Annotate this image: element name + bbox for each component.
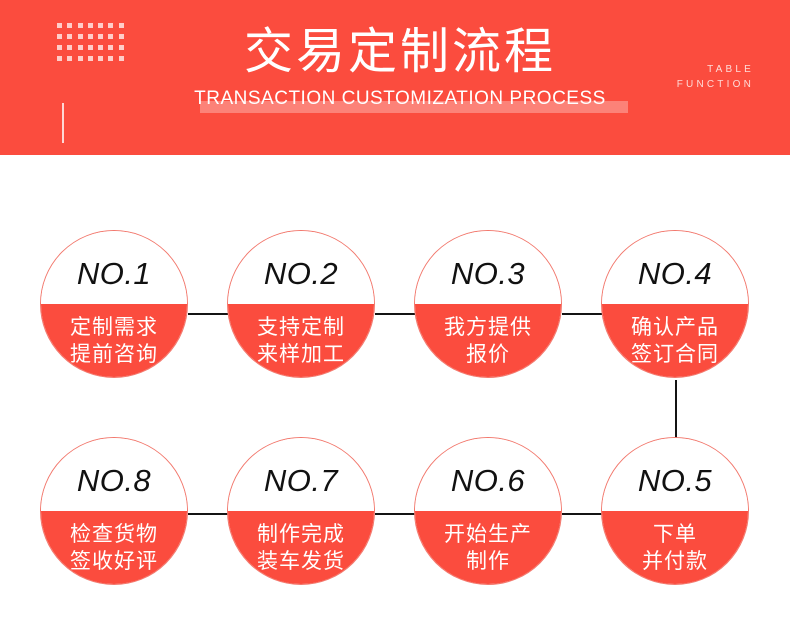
grid-dot [118, 34, 124, 39]
grid-dot [87, 34, 93, 39]
flow-node-6-line-2: 制作 [466, 550, 510, 573]
flow-node-2-line-2: 来样加工 [257, 343, 345, 366]
grid-dot [57, 23, 62, 28]
flow-node-6-header: NO.6 [415, 438, 561, 511]
grid-dot [118, 23, 124, 28]
flow-node-1[interactable]: NO.1 定制需求 提前咨询 [40, 230, 188, 378]
flow-node-1-header: NO.1 [41, 231, 187, 304]
flow-node-3[interactable]: NO.3 我方提供 报价 [414, 230, 562, 378]
connector-7-to-8 [188, 513, 228, 515]
flow-node-5-number: NO.5 [637, 462, 713, 498]
grid-dot [67, 56, 73, 61]
grid-dot [67, 23, 73, 28]
flow-node-7[interactable]: NO.7 制作完成 装车发货 [227, 437, 375, 585]
grid-dot [77, 23, 83, 28]
flow-node-4-line-1: 确认产品 [631, 316, 719, 339]
grid-dot [57, 56, 62, 61]
flow-node-1-line-2: 提前咨询 [70, 343, 158, 366]
flow-node-7-header: NO.7 [228, 438, 374, 511]
flow-node-2-header: NO.2 [228, 231, 374, 304]
grid-dot [77, 34, 83, 39]
corner-label-line-2: FUNCTION [676, 79, 754, 90]
grid-dot [108, 23, 114, 28]
connector-1-to-2 [188, 313, 228, 315]
flow-node-6-number: NO.6 [450, 462, 526, 498]
flow-node-4-header: NO.4 [602, 231, 748, 304]
flow-node-5-body: 下单 并付款 [602, 511, 748, 584]
corner-label-line-1: TABLE [707, 64, 754, 75]
flow-node-3-body: 我方提供 报价 [415, 304, 561, 377]
dot-grid-decoration [57, 23, 129, 67]
accent-bar-decoration [62, 103, 64, 143]
flow-node-6-line-1: 开始生产 [444, 523, 532, 546]
flow-node-8-line-2: 签收好评 [70, 550, 158, 573]
grid-dot [67, 45, 73, 50]
flow-node-2-body: 支持定制 来样加工 [228, 304, 374, 377]
grid-dot [118, 56, 124, 61]
flow-node-7-body: 制作完成 装车发货 [228, 511, 374, 584]
flow-node-6[interactable]: NO.6 开始生产 制作 [414, 437, 562, 585]
connector-5-to-6 [562, 513, 602, 515]
flow-node-7-line-2: 装车发货 [257, 550, 345, 573]
process-flow-diagram: NO.1 定制需求 提前咨询 NO.2 支持定制 来样加工 NO.3 我方提供 … [0, 155, 790, 635]
grid-dot [98, 34, 104, 39]
flow-node-3-header: NO.3 [415, 231, 561, 304]
grid-dot [77, 56, 83, 61]
connector-4-to-5 [675, 380, 677, 438]
flow-node-4-body: 确认产品 签订合同 [602, 304, 748, 377]
flow-node-8-header: NO.8 [41, 438, 187, 511]
grid-dot [67, 34, 73, 39]
page-header: 交易定制流程 TRANSACTION CUSTOMIZATION PROCESS… [0, 0, 790, 155]
grid-dot [108, 34, 114, 39]
flow-node-8-number: NO.8 [76, 462, 152, 498]
flow-node-8[interactable]: NO.8 检查货物 签收好评 [40, 437, 188, 585]
flow-node-1-line-1: 定制需求 [70, 316, 158, 339]
grid-dot [98, 45, 104, 50]
connector-2-to-3 [375, 313, 415, 315]
flow-node-7-number: NO.7 [263, 462, 339, 498]
connector-3-to-4 [562, 313, 602, 315]
grid-dot [98, 23, 104, 28]
flow-node-4[interactable]: NO.4 确认产品 签订合同 [601, 230, 749, 378]
corner-label: TABLE FUNCTION [677, 62, 754, 92]
flow-node-3-line-1: 我方提供 [444, 316, 532, 339]
flow-node-1-number: NO.1 [76, 255, 152, 291]
flow-node-6-body: 开始生产 制作 [415, 511, 561, 584]
flow-node-3-number: NO.3 [450, 255, 526, 291]
grid-dot [118, 45, 124, 50]
flow-node-5-line-2: 并付款 [642, 550, 708, 573]
page-subtitle: TRANSACTION CUSTOMIZATION PROCESS [194, 88, 606, 109]
flow-node-7-line-1: 制作完成 [257, 523, 345, 546]
flow-node-5[interactable]: NO.5 下单 并付款 [601, 437, 749, 585]
flow-node-1-body: 定制需求 提前咨询 [41, 304, 187, 377]
grid-dot [57, 34, 62, 39]
flow-node-2[interactable]: NO.2 支持定制 来样加工 [227, 230, 375, 378]
page-title: 交易定制流程 [243, 25, 556, 79]
flow-node-5-line-1: 下单 [653, 523, 697, 546]
grid-dot [87, 56, 93, 61]
flow-node-2-number: NO.2 [263, 255, 339, 291]
grid-dot [57, 45, 62, 50]
grid-dot [108, 56, 114, 61]
flow-node-3-line-2: 报价 [466, 343, 510, 366]
connector-6-to-7 [375, 513, 415, 515]
flow-node-8-line-1: 检查货物 [70, 523, 158, 546]
flow-node-4-number: NO.4 [637, 255, 713, 291]
grid-dot [108, 45, 114, 50]
flow-node-4-line-2: 签订合同 [631, 343, 719, 366]
header-title-block: 交易定制流程 TRANSACTION CUSTOMIZATION PROCESS [160, 22, 640, 114]
grid-dot [98, 56, 104, 61]
grid-dot [77, 45, 83, 50]
subtitle-highlight-band [200, 101, 628, 113]
flow-node-5-header: NO.5 [602, 438, 748, 511]
grid-dot [87, 23, 93, 28]
page-subtitle-wrap: TRANSACTION CUSTOMIZATION PROCESS [160, 86, 640, 114]
grid-dot [87, 45, 93, 50]
flow-node-2-line-1: 支持定制 [257, 316, 345, 339]
flow-node-8-body: 检查货物 签收好评 [41, 511, 187, 584]
